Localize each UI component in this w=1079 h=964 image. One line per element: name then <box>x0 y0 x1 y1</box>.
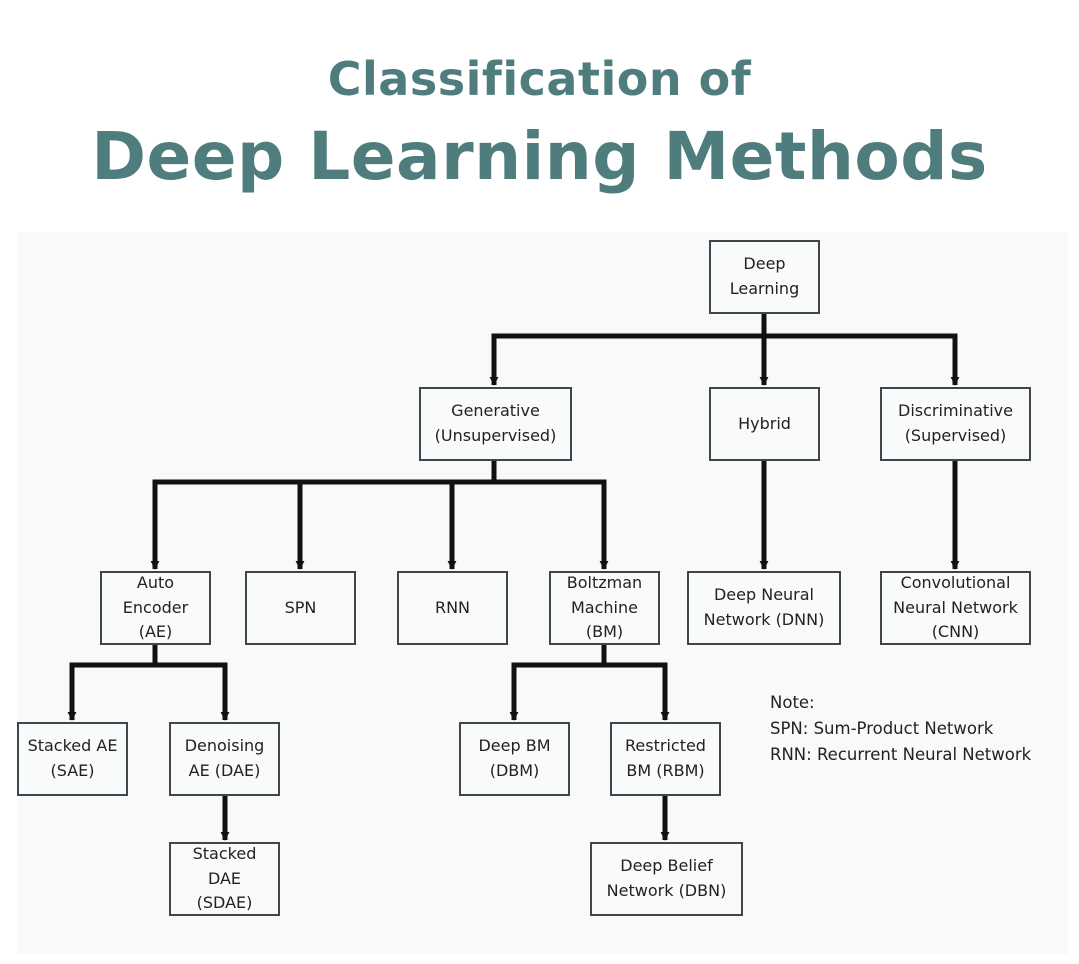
node-cnn: Convolutional Neural Network (CNN) <box>880 571 1031 645</box>
node-denoising-ae: Denoising AE (DAE) <box>169 722 280 796</box>
edge-generative-bm <box>494 479 609 570</box>
edge-generative-ae <box>150 461 497 570</box>
node-deep-learning: Deep Learning <box>709 240 820 314</box>
edge-dl-generative <box>489 314 767 386</box>
edge-bm-dbm <box>509 645 607 721</box>
node-generative: Generative (Unsupervised) <box>419 387 572 461</box>
node-discriminative: Discriminative (Supervised) <box>880 387 1031 461</box>
title-line-1: Classification of <box>327 52 752 106</box>
node-auto-encoder: Auto Encoder (AE) <box>100 571 211 645</box>
edge-ae-sae <box>67 645 158 721</box>
node-deep-bm: Deep BM (DBM) <box>459 722 570 796</box>
edge-ae-dae <box>155 662 230 721</box>
note-rnn: RNN: Recurrent Neural Network <box>770 745 1032 764</box>
title-line-2: Deep Learning Methods <box>91 118 988 195</box>
node-restricted-bm: Restricted BM (RBM) <box>610 722 721 796</box>
note-spn: SPN: Sum-Product Network <box>770 719 994 738</box>
node-boltzman-machine: Boltzman Machine (BM) <box>549 571 660 645</box>
node-dnn: Deep Neural Network (DNN) <box>687 571 841 645</box>
node-stacked-dae: Stacked DAE (SDAE) <box>169 842 280 916</box>
node-dbn: Deep Belief Network (DBN) <box>590 842 743 916</box>
node-rnn: RNN <box>397 571 508 645</box>
note-legend: Note: SPN: Sum-Product Network RNN: Recu… <box>770 690 1031 768</box>
edge-bm-rbm <box>604 662 670 721</box>
node-spn: SPN <box>245 571 356 645</box>
node-hybrid: Hybrid <box>709 387 820 461</box>
edge-dl-discriminative <box>764 333 960 386</box>
note-heading: Note: <box>770 693 815 712</box>
node-stacked-ae: Stacked AE (SAE) <box>17 722 128 796</box>
